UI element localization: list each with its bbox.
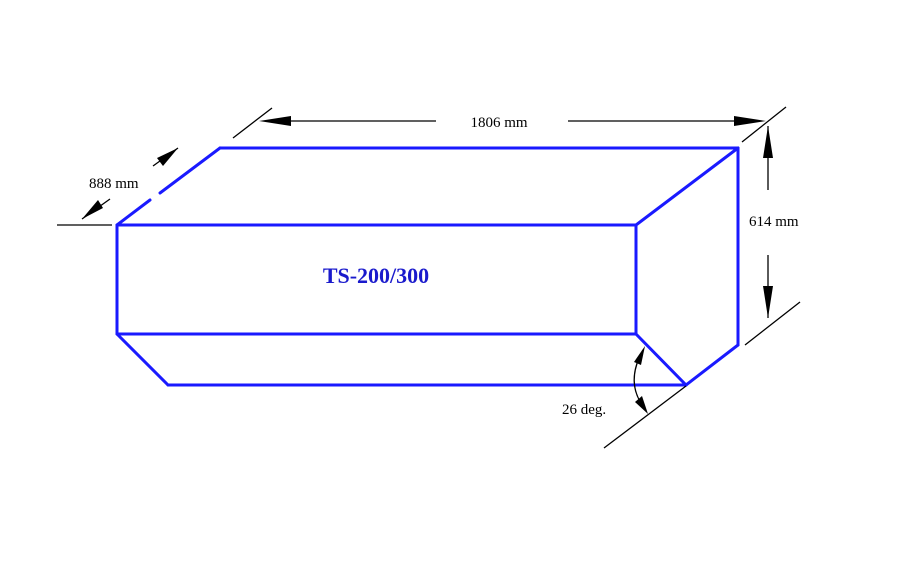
depth-dimension: 888 mm (57, 147, 179, 226)
height-arrow-up (763, 126, 773, 158)
length-dimension: 1806 mm (232, 106, 787, 143)
depth-label: 888 mm (89, 176, 139, 192)
height-label: 614 mm (749, 214, 799, 230)
box-outline (115, 146, 740, 387)
angle-label: 26 deg. (562, 402, 606, 418)
box-bottom-right-slant (634, 332, 688, 387)
length-extension-right (741, 106, 787, 143)
box-bottom-left-slant (115, 332, 170, 387)
angle-dimension: 26 deg. (562, 346, 687, 449)
box-top-right-edge (634, 146, 740, 227)
length-arrow-right (734, 116, 766, 126)
height-arrow-down (763, 286, 773, 318)
depth-arrow-lower (82, 200, 103, 219)
height-dimension: 614 mm (744, 126, 801, 346)
model-label: TS-200/300 (323, 263, 429, 288)
angle-arrow-bottom (635, 396, 648, 414)
length-extension-left (232, 107, 273, 139)
box-top-left-edge-lower (115, 198, 152, 227)
angle-arrow-top (634, 346, 645, 365)
length-arrow-left (259, 116, 291, 126)
depth-arrow-upper (157, 148, 178, 166)
height-extension-bottom (744, 301, 801, 346)
box-bottom-right-back-edge (684, 343, 740, 387)
angle-reference-line (603, 385, 687, 449)
box-top-left-edge-upper (158, 146, 222, 195)
length-label: 1806 mm (470, 115, 527, 131)
